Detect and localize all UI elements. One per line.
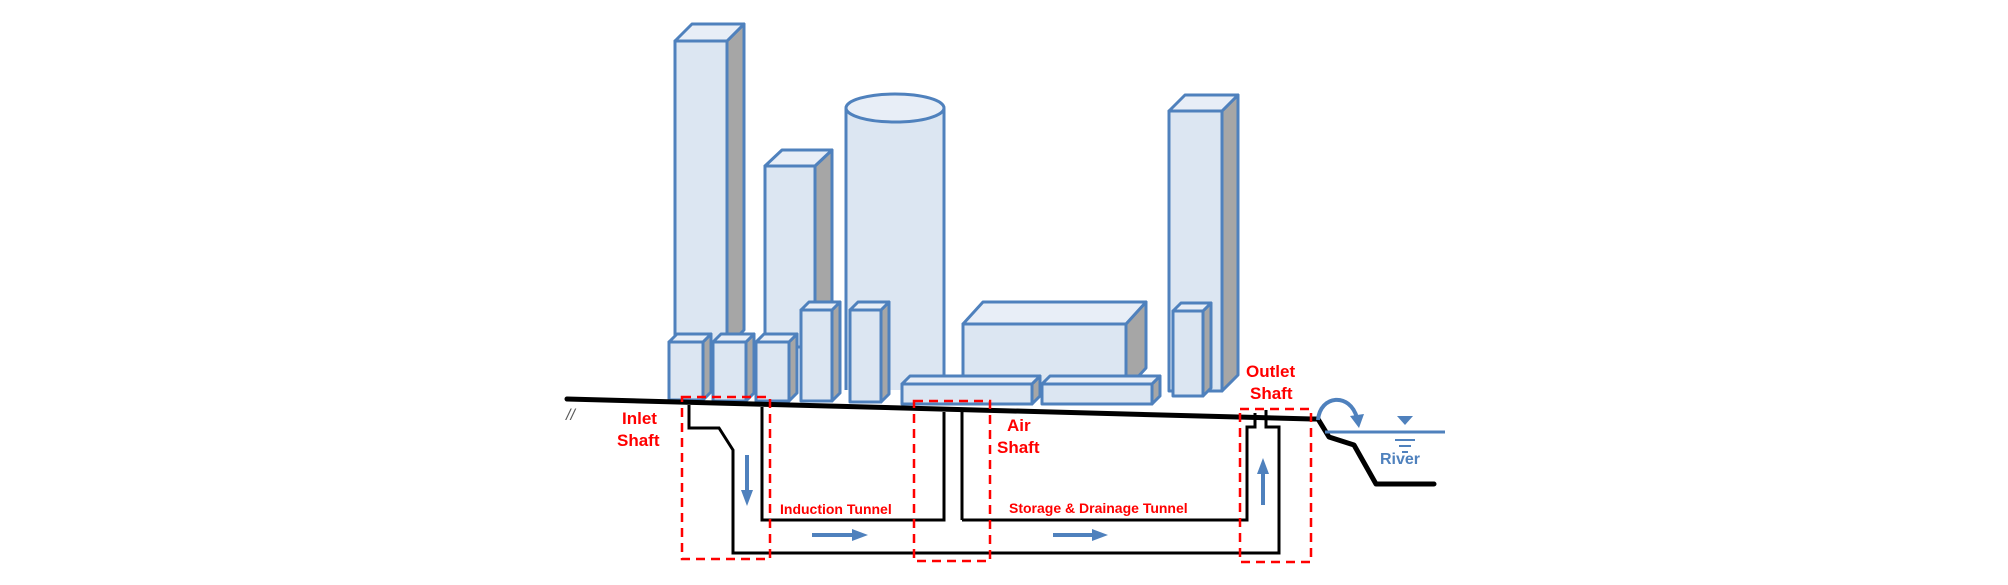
ground-hatch-mark: // (565, 407, 576, 424)
arrow-icon (1053, 529, 1108, 541)
air-shaft-box (912, 399, 992, 563)
arrow-icon (812, 529, 868, 541)
outlet-shaft-label: Outlet Shaft (1246, 362, 1300, 403)
tunnel-outer-wall (687, 405, 1281, 555)
building-small-4 (799, 300, 842, 403)
building-small-5 (848, 300, 891, 404)
outlet-shaft-box (1238, 407, 1313, 564)
arrow-icon (1257, 458, 1269, 505)
building-flat-2 (1040, 374, 1162, 406)
building-small-right (1171, 301, 1213, 398)
tunnel-system (687, 405, 1281, 555)
inlet-shaft-box (680, 395, 772, 561)
water-level-triangle-icon (1397, 416, 1413, 425)
air-shaft-label: Air Shaft (997, 416, 1040, 457)
river-label: River (1380, 451, 1420, 468)
inlet-shaft-label: Inlet Shaft (617, 409, 662, 450)
building-large-block (961, 300, 1148, 392)
building-tower-2 (763, 148, 834, 349)
building-small-1 (667, 332, 713, 402)
induction-tunnel-inner-wall (760, 407, 946, 522)
curved-arrow-icon (1316, 397, 1364, 428)
storage-tunnel-label: Storage & Drainage Tunnel (1009, 500, 1188, 516)
building-flat-1 (900, 374, 1042, 406)
induction-tunnel-label: Induction Tunnel (780, 501, 892, 517)
ground-line (564, 396, 1315, 422)
river: River (1325, 416, 1445, 468)
storage-tunnel-inner-wall (962, 413, 1257, 522)
arrow-icon (741, 455, 753, 506)
building-small-3 (754, 332, 799, 403)
city-buildings (667, 22, 1240, 406)
building-small-2 (711, 332, 756, 403)
building-tower-left (673, 22, 746, 349)
shaft-highlights (680, 395, 1313, 564)
flow-arrows (741, 397, 1364, 541)
diagram-labels: Inlet Shaft Air Shaft Outlet Shaft Induc… (617, 362, 1300, 517)
